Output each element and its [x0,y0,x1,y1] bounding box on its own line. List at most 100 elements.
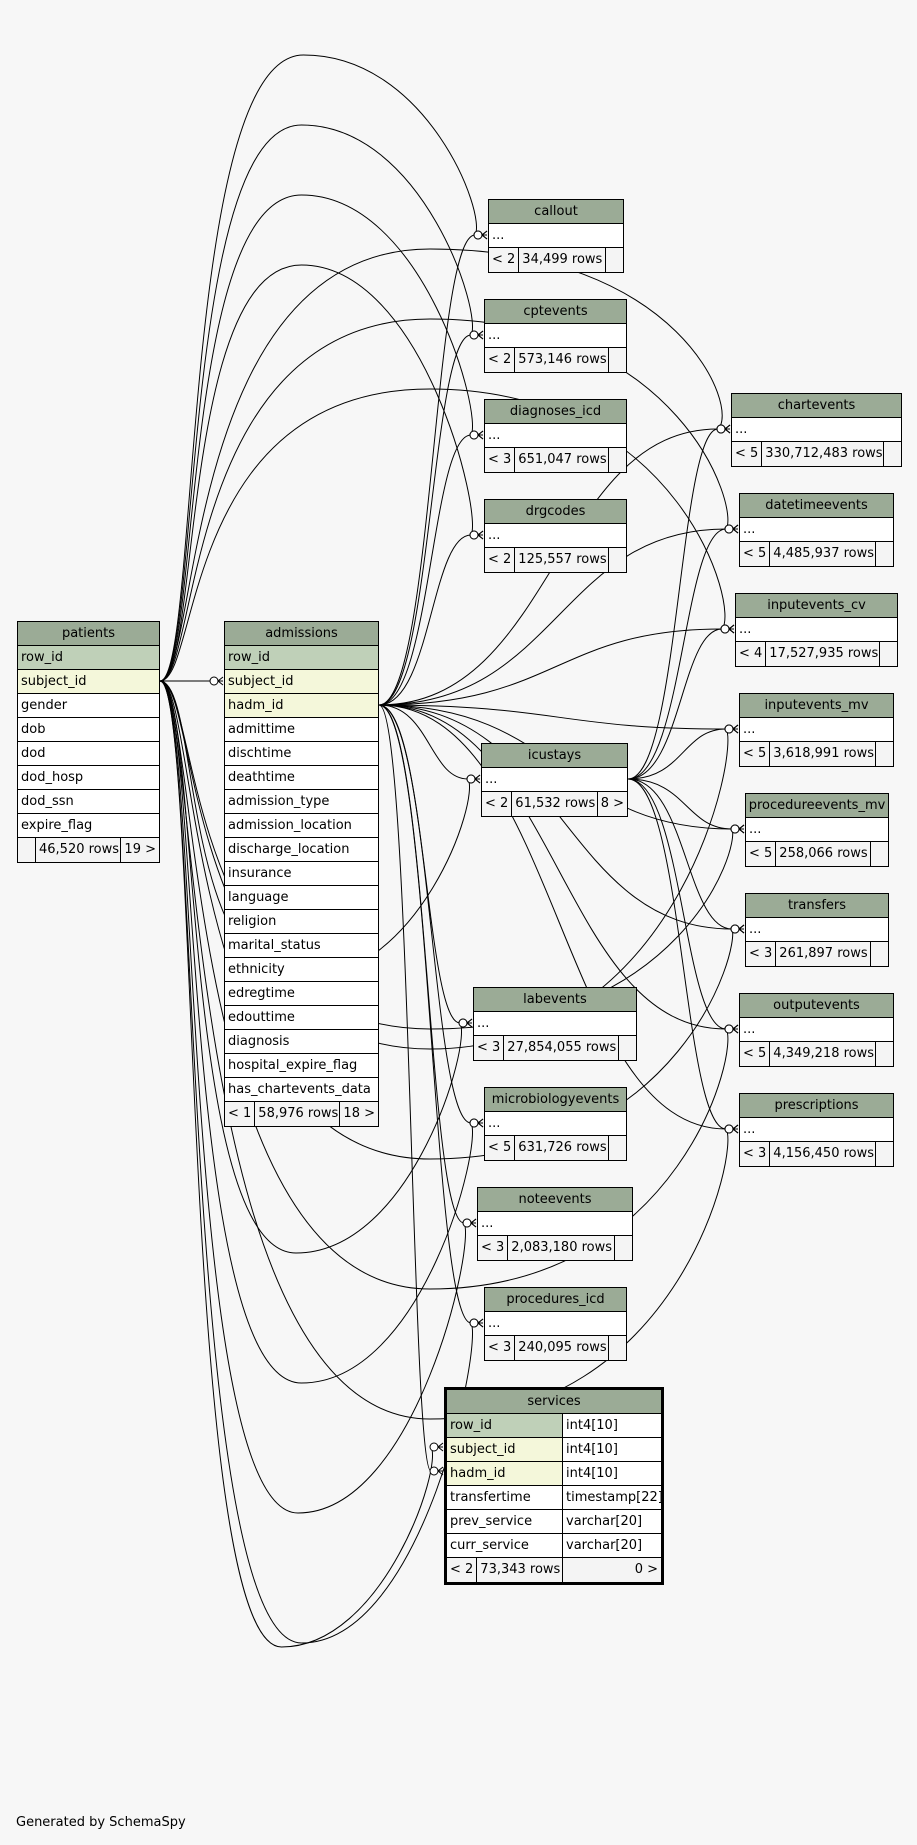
ellipsis-text: ... [488,428,501,443]
table-title[interactable]: admissions [225,622,378,646]
relationship-edge [378,704,727,1030]
table-title[interactable]: procedures_icd [485,1288,626,1312]
children-link[interactable]: 19 > [120,838,159,862]
children-link[interactable] [875,1142,893,1166]
collapsed-columns: ... [732,418,901,442]
parents-link[interactable]: < 2 [485,348,516,372]
row-count: 17,527,935 rows [769,646,879,661]
parents-link[interactable]: < 1 [225,1102,256,1126]
children-link[interactable] [614,1236,632,1260]
ellipsis-text: ... [749,822,762,837]
column-name: dob [21,722,46,737]
generated-by-label: Generated by SchemaSpy [16,1815,186,1830]
children-link[interactable] [618,1036,636,1060]
table-title[interactable]: prescriptions [740,1094,893,1118]
relationship-edge [159,54,477,682]
children-link[interactable]: 18 > [339,1102,378,1126]
children-link[interactable] [870,942,888,966]
column-row: hadm_id [225,694,378,718]
table-title[interactable]: drgcodes [485,500,626,524]
children-link[interactable] [608,1336,626,1360]
parents-link[interactable]: < 5 [740,542,771,566]
children-link[interactable] [608,548,626,572]
table-title[interactable]: procedureevents_mv [746,794,888,818]
parents-link[interactable]: < 5 [485,1136,516,1160]
table-title[interactable]: icustays [482,744,627,768]
table-title[interactable]: datetimeevents [740,494,893,518]
relationship-edge [159,388,726,682]
crows-foot-icon [470,1218,477,1228]
children-link[interactable]: 8 > [596,792,627,816]
parents-link[interactable]: < 2 [485,548,516,572]
parents-link[interactable]: < 3 [478,1236,509,1260]
parents-link[interactable]: < 3 [740,1142,771,1166]
column-name: religion [228,914,277,929]
children-link[interactable] [875,1042,893,1066]
table-title[interactable]: inputevents_mv [740,694,893,718]
table-title[interactable]: noteevents [478,1188,632,1212]
column-row: has_chartevents_data [225,1078,378,1102]
table-title[interactable]: callout [489,200,623,224]
parents-link[interactable]: < 3 [474,1036,505,1060]
parents-link[interactable] [18,838,36,862]
column-type: int4[10] [562,1438,661,1461]
children-link[interactable] [608,1136,626,1160]
column-name: prev_service [450,1514,533,1529]
table-title[interactable]: outputevents [740,994,893,1018]
table-title[interactable]: patients [18,622,159,646]
parents-link[interactable]: < 2 [489,248,520,272]
parents-link[interactable]: < 4 [736,642,767,666]
parents-link[interactable]: < 5 [740,742,771,766]
column-row: language [225,886,378,910]
table-title[interactable]: chartevents [732,394,901,418]
collapsed-columns: ... [485,1112,626,1136]
table-title[interactable]: microbiologyevents [485,1088,626,1112]
collapsed-columns: ... [740,718,893,742]
parents-link[interactable]: < 2 [447,1558,478,1582]
crows-foot-icon [477,330,484,340]
optional-marker-icon [469,530,479,540]
children-link[interactable] [608,348,626,372]
column-name: marital_status [228,938,321,953]
relationship-edge [159,248,723,682]
parents-link[interactable]: < 5 [746,842,777,866]
crows-foot-icon [466,1018,473,1028]
parents-link[interactable]: < 5 [732,442,763,466]
children-link[interactable] [883,442,901,466]
column-row: diagnosis [225,1030,378,1054]
column-row: row_id [18,646,159,670]
column-row: deathtime [225,766,378,790]
children-link[interactable] [875,742,893,766]
children-link[interactable]: 0 > [562,1558,661,1582]
table-title[interactable]: labevents [474,988,636,1012]
crows-foot-icon [728,624,735,634]
children-link[interactable] [879,642,897,666]
table-title[interactable]: cptevents [485,300,626,324]
parents-link[interactable]: < 5 [740,1042,771,1066]
children-link[interactable] [608,448,626,472]
parents-link[interactable]: < 3 [485,448,516,472]
table-title[interactable]: inputevents_cv [736,594,897,618]
collapsed-columns: ... [474,1012,636,1036]
parents-link[interactable]: < 3 [746,942,777,966]
column-name: has_chartevents_data [228,1082,371,1097]
row-count: 631,726 rows [518,1140,607,1155]
collapsed-columns: ... [740,518,893,542]
table-title[interactable]: transfers [746,894,888,918]
parents-link[interactable]: < 3 [485,1336,516,1360]
table-title[interactable]: diagnoses_icd [485,400,626,424]
optional-marker-icon [209,676,219,686]
children-link[interactable] [870,842,888,866]
column-row: expire_flag [18,814,159,838]
children-link[interactable] [605,248,623,272]
table-title[interactable]: services [447,1390,661,1414]
parents-link[interactable]: < 2 [482,792,513,816]
children-link[interactable] [875,542,893,566]
relationship-edge [378,704,727,730]
